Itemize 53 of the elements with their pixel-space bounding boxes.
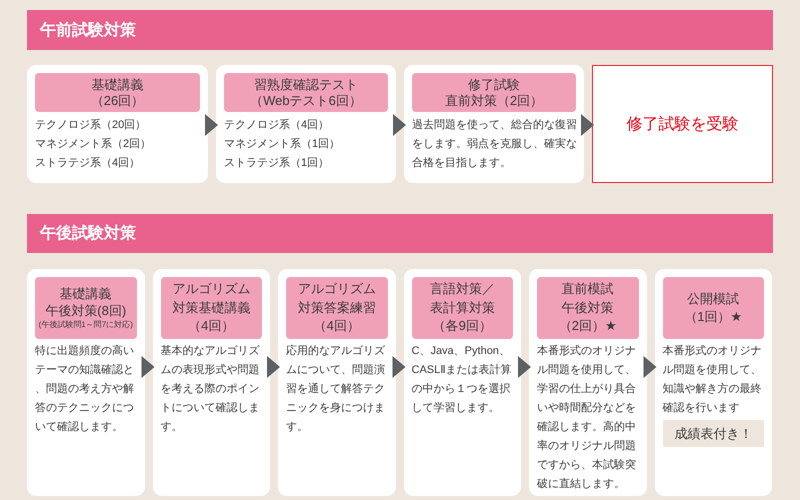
step-card (216, 65, 396, 183)
body-text: C、Java、Python、CASLⅡまたは表計算の中から１つを選択して学習します。 (412, 344, 513, 416)
heading-text: 修了試験直前対策（2回） (444, 76, 544, 108)
arrow (518, 356, 531, 378)
body-text: 過去問題を使って、総合的な復習をします。弱点を克服し、確実な合格を目指します。 (412, 118, 578, 171)
body-text: マネジメント系（2回） (35, 136, 152, 152)
body-text: 基本的なアルゴリズムの表現形式や問題を考える際のポイントについて確認します。 (160, 344, 260, 435)
step-card (654, 269, 772, 496)
section-header: 午後試験対策 (27, 214, 773, 253)
step-card (27, 269, 144, 496)
body-text: ストラテジ系（4回） (35, 156, 142, 171)
body-text: マネジメント系（1回） (224, 136, 342, 152)
step-card (404, 65, 584, 183)
heading-box (412, 73, 576, 112)
step-card (278, 269, 396, 496)
heading-box (286, 277, 388, 339)
body-text: 特に出題頻度の高いテーマの知識確認と、問題の考え方や解答のテクニックについて確認します。 (35, 344, 135, 435)
heading-text: 公開模試（1回）★ (684, 290, 742, 326)
arrow (393, 114, 406, 136)
heading-box (35, 73, 200, 112)
body-text: テクノロジ系（4回） (224, 118, 330, 133)
body-text: テクノロジ系（20回） (35, 118, 148, 133)
body-text: 本番形式のオリジナル問題を使用して、知識や解き方の最終確認を行います (662, 344, 762, 416)
step-card (529, 269, 646, 496)
goal-box: 修了試験を受験 (592, 65, 773, 183)
body-text: 本番形式のオリジナル問題を使用して、学習の仕上がり具合いや時間配分などを確認します。高的中率のオリジナル問題ですから、本試験突破に直結します。 (537, 344, 637, 492)
heading-box (160, 277, 262, 339)
heading-box (537, 277, 638, 339)
arrow (581, 114, 594, 136)
step-card (404, 269, 521, 496)
heading-box (662, 277, 764, 339)
heading-text: 直前模試午後対策（2回）★ (558, 280, 617, 336)
heading-box (412, 277, 513, 339)
step-card (27, 65, 208, 183)
arrow (267, 356, 280, 378)
heading-box (224, 73, 388, 112)
arrow (205, 114, 218, 136)
heading-text: アルゴリズム対策基礎講義（4回） (172, 280, 250, 336)
heading-text: 言語対策／表計算対策（各9回） (430, 280, 495, 336)
heading-box (35, 277, 136, 339)
heading-text: 習熟度確認テスト（Webテスト6回） (250, 76, 362, 108)
heading-text: 基礎講義午後対策(8回) (45, 286, 126, 319)
body-text: 応用的なアルゴリズムについて、問題演習を通して解答テクニックを身につけます。 (286, 344, 386, 435)
heading-text: 基礎講義（26回） (90, 76, 144, 108)
arrow (142, 356, 154, 378)
note-badge: 成績表付き！ (662, 420, 764, 447)
arrow (644, 356, 656, 378)
section-header: 午前試験対策 (27, 10, 773, 50)
body-text: ストラテジ系（1回） (224, 156, 330, 171)
step-card (152, 269, 270, 496)
arrow (392, 356, 406, 378)
heading-text: アルゴリズム対策答案練習（4回） (298, 280, 376, 336)
note-text: (午後試験問1～問7に対応) (38, 319, 133, 330)
